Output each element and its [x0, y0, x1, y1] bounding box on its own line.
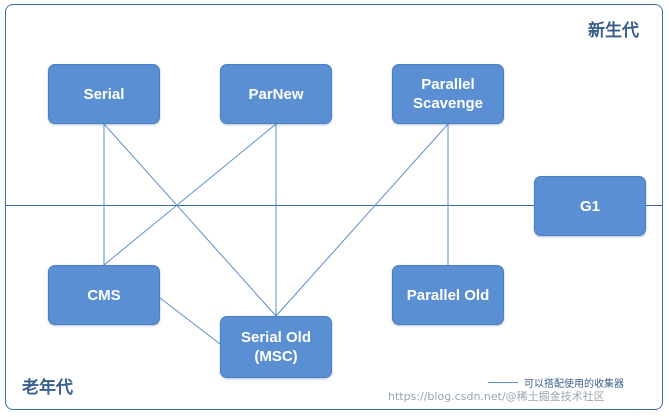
collector-serial: Serial	[48, 64, 160, 124]
young-generation-label: 新生代	[588, 21, 639, 41]
collector-parnew: ParNew	[220, 64, 332, 124]
collector-g1: G1	[534, 176, 646, 236]
collector-parallel-scavenge: Parallel Scavenge	[392, 64, 504, 124]
old-generation-label: 老年代	[22, 378, 73, 398]
legend-line-swatch	[488, 381, 518, 383]
collector-cms: CMS	[48, 265, 160, 325]
watermark: https://blog.csdn.net/@稀土掘金技术社区	[388, 390, 605, 403]
legend: 可以搭配使用的收集器	[488, 374, 624, 390]
legend-label: 可以搭配使用的收集器	[524, 378, 624, 390]
collector-parallel-old: Parallel Old	[392, 265, 504, 325]
collector-serial-old: Serial Old (MSC)	[220, 316, 332, 378]
